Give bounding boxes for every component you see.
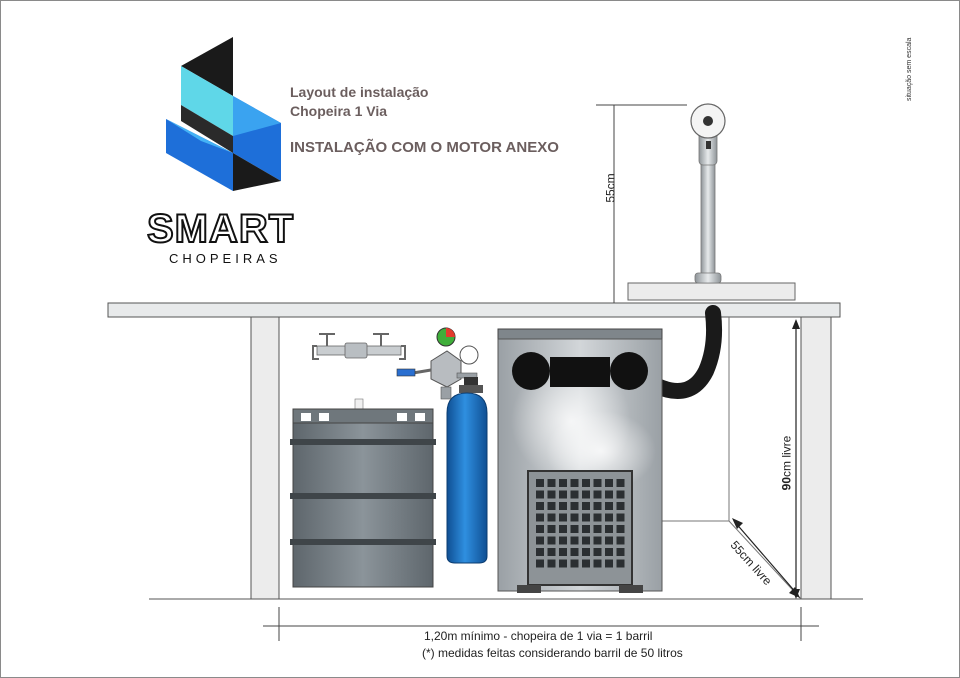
grille-cell [593, 479, 602, 487]
grille-cell [547, 490, 556, 499]
grille-cell [616, 525, 625, 533]
grille-cell [605, 548, 613, 556]
depth-dimension [732, 518, 800, 598]
beer-keg [290, 398, 436, 588]
co2-regulator [396, 327, 479, 400]
grille-cell [570, 502, 579, 510]
water-tap [312, 333, 406, 360]
grille-cell [616, 559, 625, 568]
grille-cell [616, 479, 625, 487]
grille-cell [605, 479, 613, 487]
scale-note: situação sem escala [906, 37, 913, 101]
grille-cell [593, 490, 602, 499]
product-title: Chopeira 1 Via [290, 103, 388, 119]
grille-cell [559, 513, 567, 522]
cabinet-left-wall [250, 316, 280, 600]
brand-name: SMART [146, 207, 295, 251]
grille-cell [547, 536, 556, 545]
grille-cell [582, 525, 590, 533]
grille-cell [616, 502, 625, 510]
grille-cell [593, 548, 602, 556]
tap-height-label: 55cm [603, 173, 618, 203]
grille-cell [547, 548, 556, 556]
grille-cell [570, 548, 579, 556]
grille-cell [570, 525, 579, 533]
grille-cell [616, 490, 625, 499]
grille-cell [559, 525, 567, 533]
grille-cell [605, 536, 613, 545]
grille-cell [570, 536, 579, 545]
grille-cell [593, 559, 602, 568]
grille-cell [593, 536, 602, 545]
brand-tagline: CHOPEIRAS [169, 251, 282, 266]
grille-cell [570, 479, 579, 487]
co2-cylinder [446, 377, 488, 564]
grille-cell [536, 479, 544, 487]
grille-cell [582, 513, 590, 522]
height-value: 90 [779, 476, 794, 491]
grille-cell [582, 479, 590, 487]
grille-cell [536, 536, 544, 545]
grille-cell [559, 536, 567, 545]
countertop [107, 302, 841, 318]
height-label: 90cm livre [779, 436, 793, 491]
grille-cell [605, 525, 613, 533]
grille-cell [593, 513, 602, 522]
grille-cell [536, 502, 544, 510]
grille-cell [582, 536, 590, 545]
grille-cell [536, 490, 544, 499]
grille-cell [605, 502, 613, 510]
grille-cell [547, 559, 556, 568]
grille-cell [559, 548, 567, 556]
grille-cell [582, 502, 590, 510]
grille-cell [547, 502, 556, 510]
grille-cell [616, 548, 625, 556]
grille-cell [547, 525, 556, 533]
grille-cell [536, 559, 544, 568]
grille-cell [593, 502, 602, 510]
grille-cell [547, 513, 556, 522]
layout-title: Layout de instalação [290, 84, 429, 100]
grille-cell [605, 513, 613, 522]
grille-cell [559, 559, 567, 568]
height-suffix: cm livre [779, 435, 794, 477]
grille-cell [559, 479, 567, 487]
smart-logo [166, 37, 281, 191]
cooler-motor-unit [497, 328, 663, 593]
grille-cell [582, 490, 590, 499]
cabinet-right-wall [800, 316, 832, 600]
grille-cell [559, 502, 567, 510]
grille-cell [536, 525, 544, 533]
grille-cell [593, 525, 602, 533]
python-hose [649, 305, 723, 399]
installation-subtitle: INSTALAÇÃO COM O MOTOR ANEXO [290, 139, 559, 156]
beer-tower [690, 103, 726, 284]
grille-cell [559, 490, 567, 499]
grille-cell [616, 536, 625, 545]
tower-base [627, 282, 796, 301]
grille-cell [605, 490, 613, 499]
grille-cell [536, 513, 544, 522]
grille-cell [536, 548, 544, 556]
grille-cell [582, 548, 590, 556]
grille-cell [582, 559, 590, 568]
keg-size-note: (*) medidas feitas considerando barril d… [422, 646, 683, 660]
minimum-width-note: 1,20m mínimo - chopeira de 1 via = 1 bar… [424, 629, 653, 643]
grille-cell [547, 479, 556, 487]
grille-cell [616, 513, 625, 522]
grille-cell [605, 559, 613, 568]
width-dimension [263, 607, 819, 641]
grille-cell [570, 490, 579, 499]
grille-cell [570, 513, 579, 522]
grille-cell [570, 559, 579, 568]
